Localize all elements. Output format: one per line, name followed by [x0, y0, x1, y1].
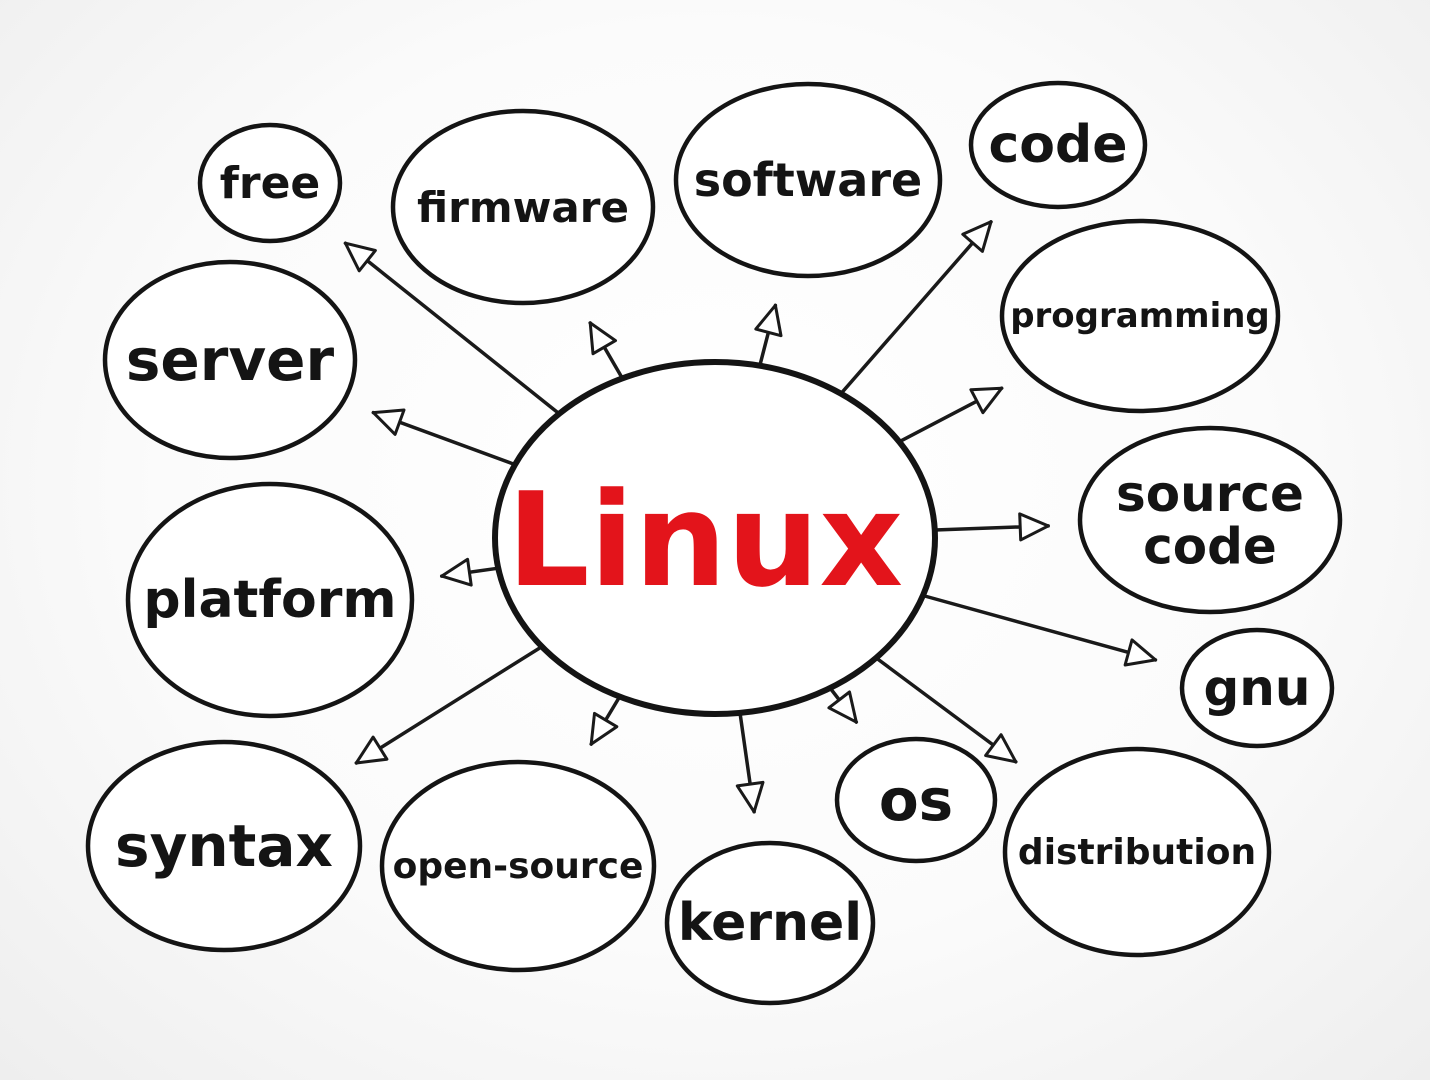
arrowhead-distribution — [984, 733, 1018, 764]
bubble-outline-software — [673, 81, 943, 279]
bubble-software: software — [673, 81, 943, 279]
central-bubble — [492, 359, 938, 717]
bubble-outline-code — [968, 80, 1148, 210]
bubble-open-source: open-source — [379, 759, 657, 973]
bubble-outline-free — [197, 122, 343, 244]
arrowhead-source-code — [1018, 512, 1050, 542]
bubble-outline-kernel — [664, 840, 876, 1006]
bubble-outline-gnu — [1179, 627, 1335, 749]
bubble-programming: programming — [999, 218, 1281, 414]
arrowhead-gnu — [1123, 638, 1157, 667]
bubble-label-os: os — [879, 766, 953, 834]
bubble-label-server: server — [126, 326, 335, 394]
bubble-label-firmware: firmware — [417, 183, 629, 232]
bubble-outline-os — [834, 736, 998, 864]
bubble-label-open-source: open-source — [393, 846, 644, 887]
bubble-label-distribution: distribution — [1018, 832, 1256, 873]
connector-gnu — [921, 593, 1158, 662]
bubble-label-free: free — [220, 158, 321, 209]
bubble-firmware: firmware — [390, 108, 656, 306]
bubble-kernel: kernel — [664, 840, 876, 1006]
bubble-label-syntax: syntax — [115, 812, 333, 880]
connector-syntax — [354, 644, 544, 765]
connector-code — [839, 220, 993, 396]
arrowhead-os — [827, 690, 858, 724]
bubble-platform: platform — [125, 481, 415, 719]
arrowhead-programming — [969, 386, 1004, 415]
bubble-label-code: code — [988, 115, 1127, 175]
arrowhead-platform — [440, 557, 473, 587]
arrowhead-code — [961, 220, 993, 253]
connector-free — [343, 241, 561, 416]
arrowhead-free — [343, 241, 377, 273]
arrowhead-kernel — [735, 780, 765, 814]
bubble-label-platform: platform — [143, 570, 396, 630]
bubble-free: free — [197, 122, 343, 244]
bubble-label-gnu: gnu — [1204, 659, 1311, 717]
bubble-distribution: distribution — [1002, 746, 1272, 958]
bubble-outline-distribution — [1002, 746, 1272, 958]
bubble-outline-open-source — [379, 759, 657, 973]
bubble-os: os — [834, 736, 998, 864]
bubble-gnu: gnu — [1179, 627, 1335, 749]
bubble-label-programming: programming — [1010, 296, 1270, 336]
bubble-outline-syntax — [85, 739, 363, 953]
bubble-code: code — [968, 80, 1148, 210]
arrowhead-open-source — [589, 711, 619, 746]
arrowhead-server — [371, 408, 406, 436]
arrowhead-firmware — [588, 321, 617, 356]
arrowhead-software — [754, 303, 783, 338]
bubble-label-software: software — [694, 153, 922, 207]
bubbles-layer: free firmware software code programming serve… — [85, 80, 1343, 1006]
bubble-outline-firmware — [390, 108, 656, 306]
bubble-outline-platform — [125, 481, 415, 719]
bubble-outline-programming — [999, 218, 1281, 414]
connectors-layer — [343, 220, 1158, 814]
central-topic: Linux — [492, 359, 938, 717]
bubble-outline-source-code — [1077, 425, 1343, 615]
central-label: Linux — [507, 464, 903, 616]
bubble-label-kernel: kernel — [678, 893, 862, 953]
bubble-outline-server — [102, 259, 358, 461]
bubble-syntax: syntax — [85, 739, 363, 953]
bubble-server: server — [102, 259, 358, 461]
arrowhead-syntax — [354, 735, 389, 765]
